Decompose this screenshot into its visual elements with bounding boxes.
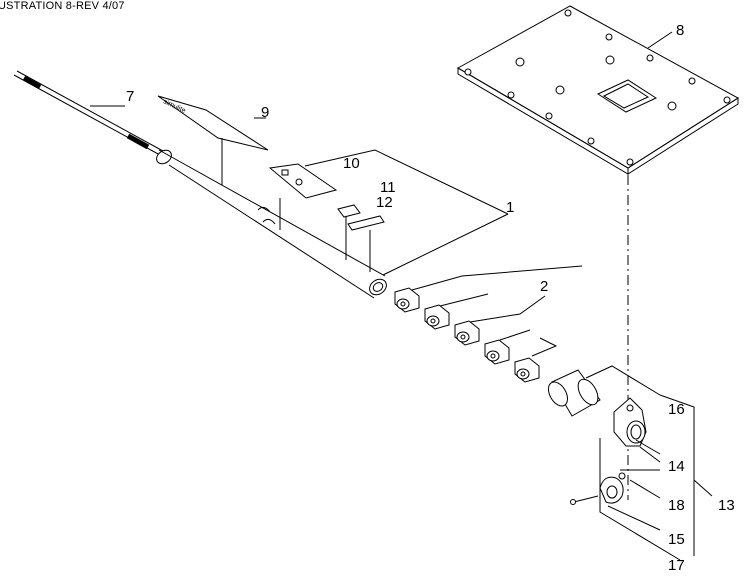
callout-16: 16	[668, 401, 685, 418]
callout-1: 1	[506, 199, 514, 216]
part-9-label: simulite	[157, 95, 269, 185]
callout-leaders	[599, 394, 713, 561]
callout-18: 18	[668, 497, 685, 514]
illustration-title: USTRATION 8-REV 4/07	[0, 0, 125, 12]
part-7-rod	[13, 70, 164, 156]
callout-10: 10	[343, 155, 360, 172]
part-8-base-plate	[456, 5, 739, 175]
part-1-tube	[156, 149, 387, 299]
callout-12: 12	[376, 194, 393, 211]
part-14-bracket	[613, 397, 661, 463]
part-12-strip	[347, 215, 385, 272]
callout-15: 15	[668, 531, 685, 548]
part-15-clamp	[599, 472, 626, 504]
callout-17: 17	[668, 557, 685, 574]
callout-11: 11	[380, 179, 396, 196]
callout-8: 8	[676, 22, 684, 39]
part-10-decal	[268, 163, 338, 230]
part-11-small-decal	[337, 204, 361, 260]
callout-13: 13	[718, 497, 735, 514]
callout-7: 7	[126, 88, 134, 105]
part-2-spacers	[394, 265, 583, 383]
part-16-sleeve	[548, 365, 661, 417]
callout-2: 2	[540, 278, 548, 295]
callout-14: 14	[668, 458, 685, 475]
callout-9: 9	[261, 104, 269, 121]
part-17-screw	[570, 495, 599, 505]
